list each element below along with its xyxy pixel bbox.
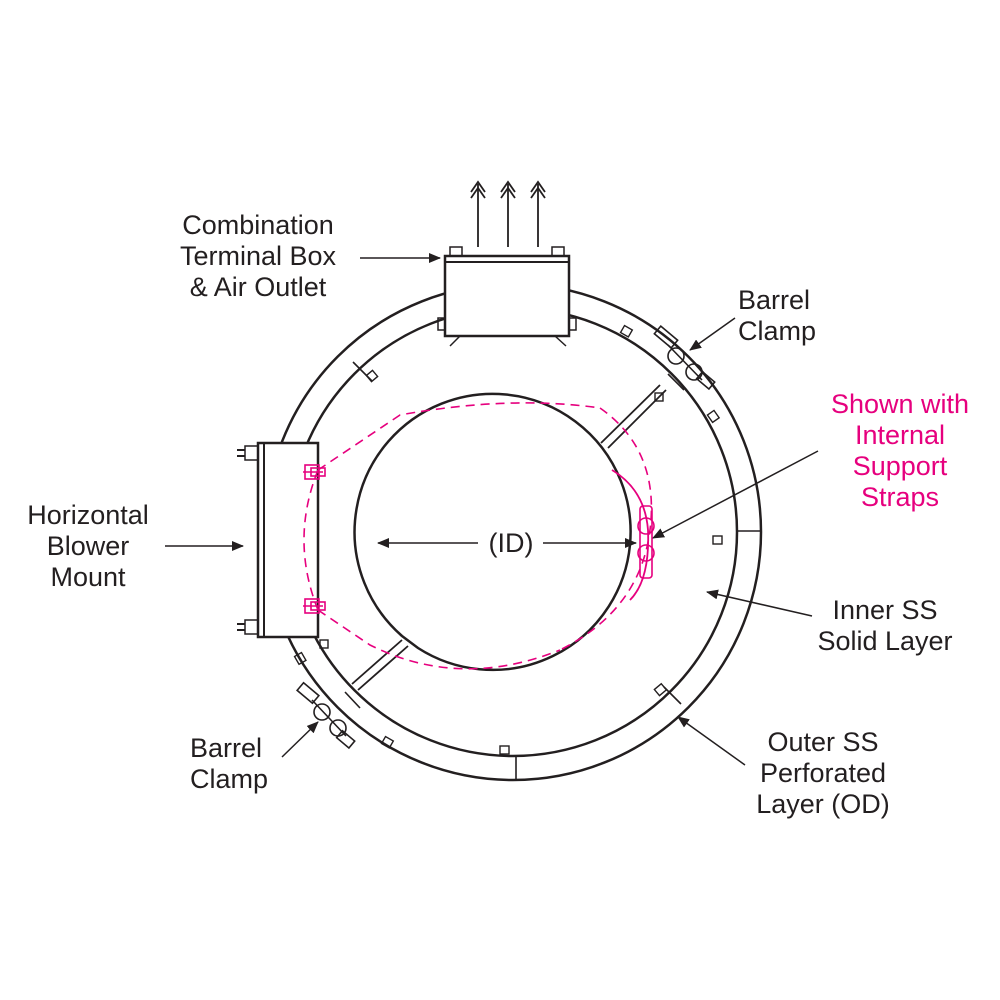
internal-dividers bbox=[351, 384, 667, 691]
label-outer-layer: Outer SS Perforated Layer (OD) bbox=[756, 727, 890, 819]
leader-barrel-clamp-bottom bbox=[281, 721, 319, 758]
label-inner-layer: Inner SS Solid Layer bbox=[817, 595, 953, 656]
terminal-box bbox=[437, 246, 577, 347]
leader-outer-layer bbox=[677, 716, 746, 766]
leader-arrows bbox=[165, 253, 819, 766]
leader-barrel-clamp-top bbox=[689, 317, 736, 351]
label-blower-mount: Horizontal Blower Mount bbox=[27, 500, 149, 592]
barrel-clamp-bottom bbox=[295, 681, 356, 750]
ring-bolt-tabs bbox=[293, 324, 723, 755]
label-terminal-box: Combination Terminal Box & Air Outlet bbox=[179, 210, 337, 302]
air-outlet-arrows bbox=[470, 180, 546, 247]
label-barrel-clamp-top: Barrel Clamp bbox=[738, 285, 817, 346]
label-support-straps: Shown with Internal Support Straps bbox=[830, 389, 970, 512]
barrel-clamp-top bbox=[653, 324, 716, 391]
internal-support-straps bbox=[303, 402, 655, 670]
segment-seams bbox=[344, 361, 760, 781]
label-barrel-clamp-bottom: Barrel Clamp bbox=[190, 733, 269, 794]
leader-support-straps bbox=[652, 450, 819, 539]
leader-inner-layer bbox=[706, 589, 813, 617]
label-inner-diameter: (ID) bbox=[488, 528, 534, 558]
inner-bore bbox=[353, 392, 632, 672]
blower-mount bbox=[237, 441, 320, 639]
